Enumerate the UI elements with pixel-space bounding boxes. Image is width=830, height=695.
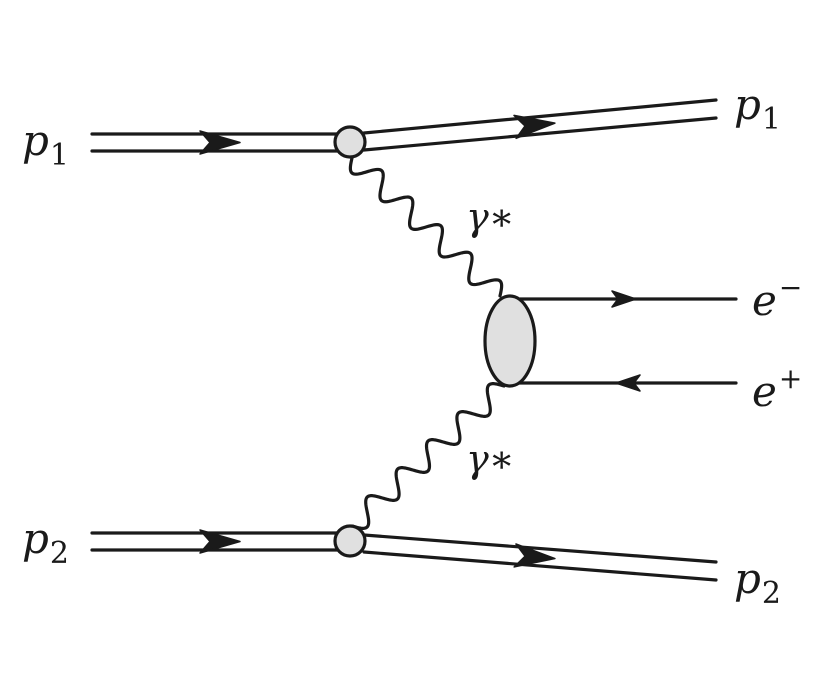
arrow-incoming-proton-1 xyxy=(199,130,241,155)
virtual-photon-upper xyxy=(348,156,504,298)
label-p2-outgoing: p2 xyxy=(734,554,781,611)
dilepton-production-blob xyxy=(483,294,537,388)
label-positron: e+ xyxy=(752,362,803,416)
arrow-incoming-proton-2 xyxy=(199,529,241,554)
arrow-positron xyxy=(615,374,641,392)
label-p1-incoming: p1 xyxy=(22,116,69,173)
label-p1-outgoing: p1 xyxy=(734,80,781,137)
label-photon-lower: γ∗ xyxy=(466,437,515,481)
incoming-proton-2-line xyxy=(90,531,340,552)
incoming-proton-1-line xyxy=(90,132,340,153)
label-electron: e− xyxy=(752,271,803,325)
outgoing-proton-2-line xyxy=(362,533,718,582)
vertex-proton-1 xyxy=(333,125,367,159)
arrow-electron xyxy=(611,290,637,308)
label-photon-upper: γ∗ xyxy=(466,195,515,239)
outgoing-proton-1-line xyxy=(362,98,718,152)
arrow-outgoing-proton-1 xyxy=(513,114,556,140)
vertex-proton-2 xyxy=(333,524,367,558)
label-p2-incoming: p2 xyxy=(22,514,69,571)
virtual-photon-lower xyxy=(350,382,506,530)
arrow-outgoing-proton-2 xyxy=(513,543,556,568)
